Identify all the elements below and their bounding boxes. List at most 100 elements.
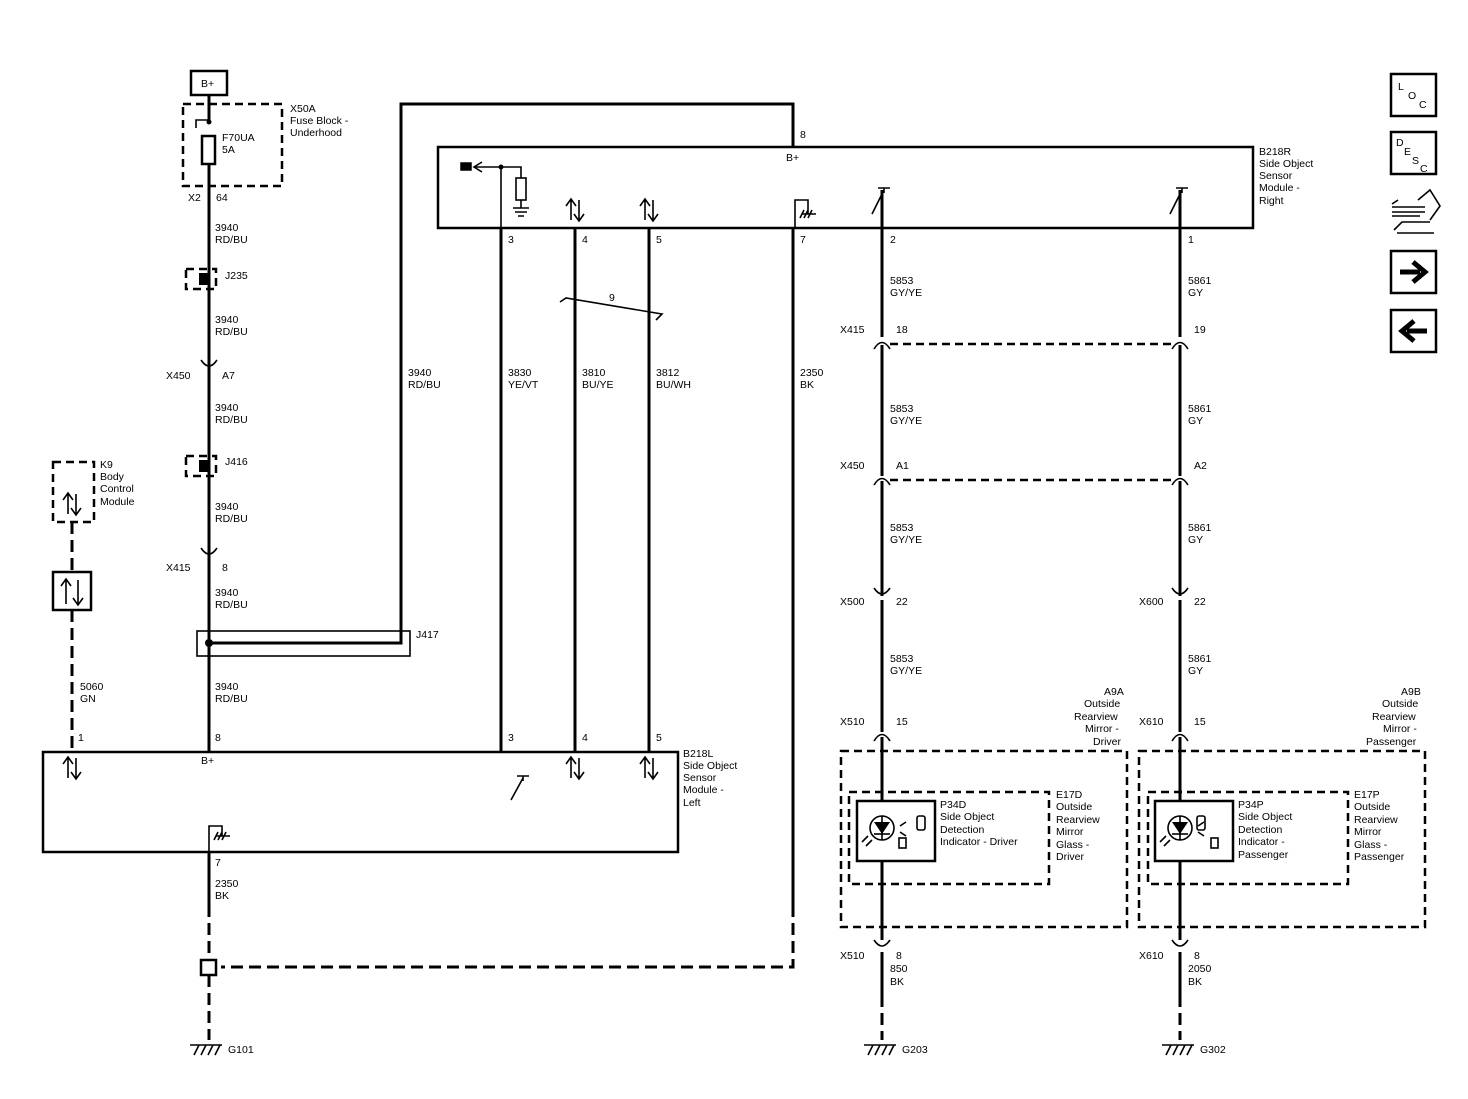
wire-label-circuit: 3940 xyxy=(215,222,239,234)
wire-label-color: GY xyxy=(1188,287,1203,299)
wire-label-circuit: 3940 xyxy=(215,402,239,414)
location-button[interactable]: L O C xyxy=(1389,72,1438,118)
b218r-id: B218R xyxy=(1259,146,1292,158)
loc-letter: L xyxy=(1398,81,1404,93)
wire-label-circuit: 5861 xyxy=(1188,522,1212,534)
indicator-p34d xyxy=(855,799,937,863)
b218r-l1: Side Object xyxy=(1259,158,1313,170)
p34p-l2: Detection xyxy=(1238,824,1283,836)
wire-3940-to-right-module xyxy=(209,102,795,645)
p34p-l1: Side Object xyxy=(1238,811,1292,823)
p34p-id: P34P xyxy=(1238,799,1264,811)
e17d-l3: Mirror xyxy=(1056,826,1084,838)
wire-label-circuit: 3810 xyxy=(582,367,606,379)
module-k9 xyxy=(51,460,96,524)
wire-label-circuit: 3940 xyxy=(215,501,239,513)
k9-l1: Body xyxy=(100,471,125,483)
wire-label-color: GY xyxy=(1188,534,1203,546)
ground-g101-label: G101 xyxy=(228,1044,254,1056)
wire-label-circuit: 3812 xyxy=(656,367,680,379)
b218r-pin: 3 xyxy=(508,234,514,246)
b218l-pin: 4 xyxy=(582,732,588,744)
b218r-pin: 2 xyxy=(890,234,896,246)
wire-label-circuit: 5861 xyxy=(1188,403,1212,415)
splice-j416 xyxy=(184,454,218,478)
a9a-id: A9A xyxy=(1104,686,1124,698)
a9b-l3: Mirror - xyxy=(1383,723,1417,735)
wire-label-color: RD/BU xyxy=(215,513,248,525)
p34d-l1: Side Object xyxy=(940,811,994,823)
conn-x450-a1: X450 xyxy=(840,460,865,472)
a9a-l4: Driver xyxy=(1093,736,1122,748)
connector-end-view-icon[interactable] xyxy=(1391,188,1441,234)
ground-g203-label: G203 xyxy=(902,1044,928,1056)
e17d-l5: Driver xyxy=(1056,851,1085,863)
splice-j235 xyxy=(184,267,218,291)
serial-data-symbol xyxy=(51,570,93,612)
b218l-pin: 1 xyxy=(78,732,84,744)
a9a-l2: Rearview xyxy=(1074,711,1118,723)
b218r-pin: 4 xyxy=(582,234,588,246)
conn-x600-22: X600 xyxy=(1139,596,1164,608)
b218r-l2: Sensor xyxy=(1259,170,1293,182)
wire-label-circuit: 5853 xyxy=(890,522,914,534)
led-indicator-icon xyxy=(861,815,926,849)
b218l-pin: 8 xyxy=(215,732,221,744)
splice-j417-label: J417 xyxy=(416,629,439,641)
fuse-symbol xyxy=(200,134,217,166)
mirror-a9a xyxy=(839,749,1129,929)
module-b218l xyxy=(41,750,680,854)
wire-label-circuit: 2050 xyxy=(1188,963,1212,975)
next-arrow-button[interactable] xyxy=(1389,249,1438,295)
wire-label-circuit: 5861 xyxy=(1188,275,1212,287)
p34d-l3: Indicator - Driver xyxy=(940,836,1018,848)
wire-label-circuit: 3940 xyxy=(215,587,239,599)
wire-label-circuit: 5060 xyxy=(80,681,104,693)
b218l-l2: Sensor xyxy=(683,772,717,784)
b218l-l3: Module - xyxy=(683,784,724,796)
wire-label-circuit: 3940 xyxy=(408,367,432,379)
k9-id: K9 xyxy=(100,459,113,471)
wire-3830 xyxy=(499,228,523,814)
a9b-l2: Rearview xyxy=(1372,711,1416,723)
p34p-l4: Passenger xyxy=(1238,849,1289,861)
wire-label-color: BK xyxy=(215,890,229,902)
conn-x610-15-pin: 15 xyxy=(1194,716,1206,728)
a9b-id: A9B xyxy=(1401,686,1421,698)
conn-x415-18: X415 xyxy=(840,324,865,336)
wire-label-color: GY/YE xyxy=(890,665,922,677)
fuse-block-name-2: Underhood xyxy=(290,127,342,139)
wire-label-color: RD/BU xyxy=(215,326,248,338)
b218r-l4: Right xyxy=(1259,195,1284,207)
b218r-data-4-icon xyxy=(565,197,585,223)
ground-g302-label: G302 xyxy=(1200,1044,1226,1056)
wire-label-color: RD/BU xyxy=(215,693,248,705)
b218l-data-4-icon xyxy=(565,755,585,781)
fuse-block-name-1: Fuse Block - xyxy=(290,115,349,127)
e17p-l5: Passenger xyxy=(1354,851,1405,863)
b218l-pin: 5 xyxy=(656,732,662,744)
b218r-pin: 7 xyxy=(800,234,806,246)
wire-label-circuit: 5861 xyxy=(1188,653,1212,665)
conn-x600-22-pin: 22 xyxy=(1194,596,1206,608)
b218r-l3: Module - xyxy=(1259,182,1300,194)
b218l-data-5-icon xyxy=(639,755,659,781)
a9b-l4: Passenger xyxy=(1366,736,1417,748)
power-label: B+ xyxy=(201,78,214,90)
wire-label-color: RD/BU xyxy=(215,414,248,426)
wire-label-circuit: 2350 xyxy=(215,878,239,890)
b218l-id: B218L xyxy=(683,748,714,760)
desc-letter: C xyxy=(1420,163,1428,175)
wire-label-color: GY/YE xyxy=(890,287,922,299)
ground-g203-icon xyxy=(864,1044,896,1056)
description-button[interactable]: D E S C xyxy=(1389,130,1438,176)
conn-x450-a1-pin: A1 xyxy=(896,460,909,472)
wire-label-circuit: 2350 xyxy=(800,367,824,379)
wire-label-color: GY/YE xyxy=(890,534,922,546)
mirror-glass-e17p xyxy=(1146,790,1350,886)
twisted-pair-marker xyxy=(559,297,664,321)
b218l-l4: Left xyxy=(683,797,701,809)
e17p-l3: Mirror xyxy=(1354,826,1382,838)
previous-arrow-button[interactable] xyxy=(1389,308,1438,354)
wire-label-color: BK xyxy=(1188,976,1202,988)
